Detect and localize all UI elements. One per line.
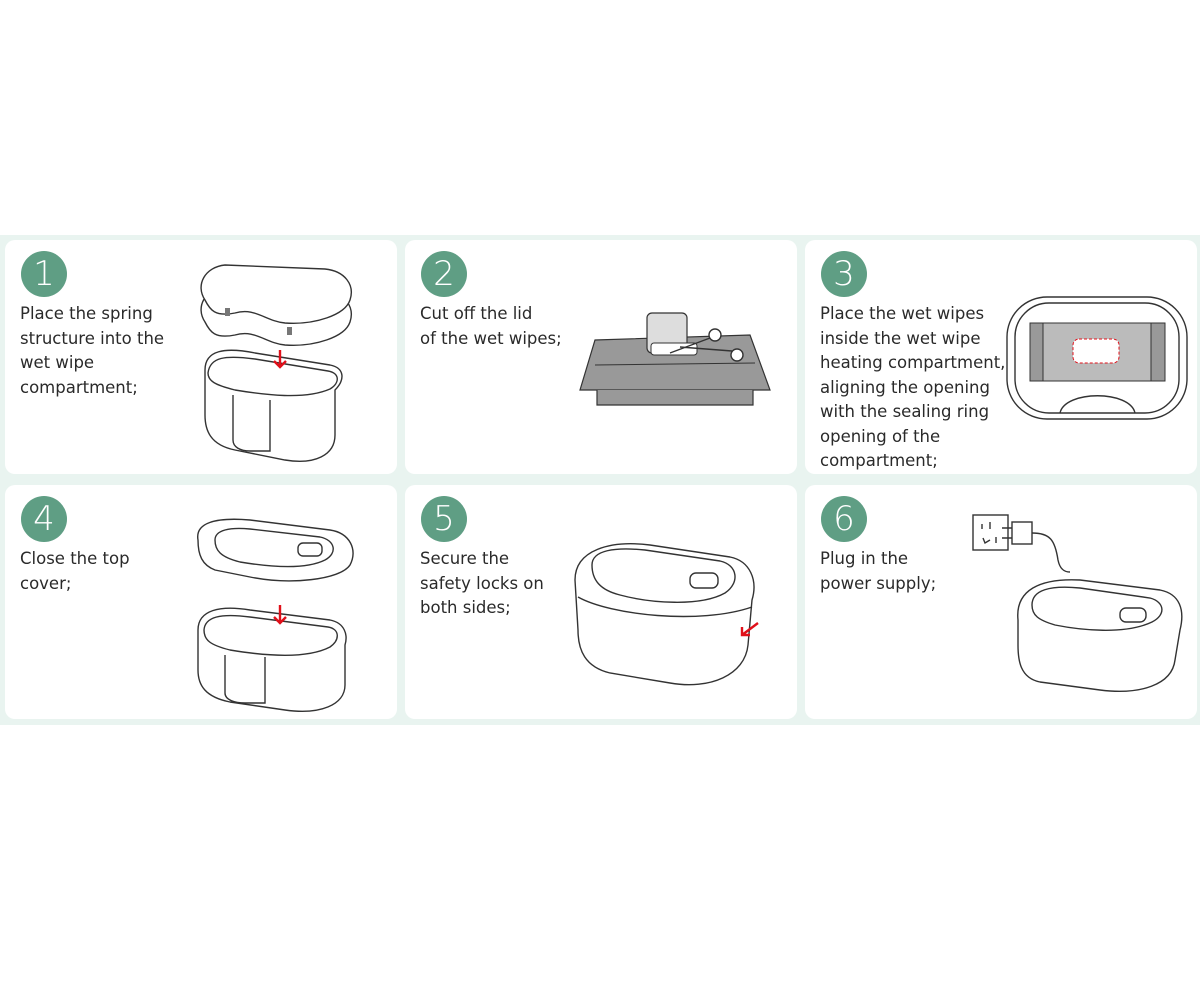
step-number-badge: 5: [421, 496, 467, 542]
step-5-panel: 5 Secure the safety locks on both sides;: [405, 485, 797, 719]
step-number-badge: 2: [421, 251, 467, 297]
step-text: Plug in the power supply;: [820, 549, 937, 593]
down-arrow-icon: [273, 350, 287, 369]
step-3-panel: 3 Place the wet wipes inside the wet wip…: [805, 240, 1197, 474]
step-text: Place the wet wipes inside the wet wipe …: [820, 304, 1006, 470]
scissors-icon: [708, 328, 722, 342]
plug-icon: [1011, 521, 1033, 545]
down-arrow-icon: [273, 605, 287, 625]
step-1-panel: 1 Place the spring structure into the we…: [5, 240, 397, 474]
step-number-badge: 4: [21, 496, 67, 542]
lock-arrow-icon: [740, 622, 759, 637]
step-6-panel: 6 Plug in the power supply;: [805, 485, 1197, 719]
step-text: Cut off the lid of the wet wipes;: [420, 304, 562, 348]
step-number-badge: 3: [821, 251, 867, 297]
wet-wipes-pack-illustration: [579, 312, 771, 406]
step-2-panel: 2 Cut off the lid of the wet wipes;: [405, 240, 797, 474]
step-number-badge: 6: [821, 496, 867, 542]
spring-structure-illustration: [200, 264, 352, 462]
power-plug-illustration: [972, 514, 1183, 692]
step-number-badge: 1: [21, 251, 67, 297]
step-text: Secure the safety locks on both sides;: [420, 549, 544, 617]
instruction-strip: 1 Place the spring structure into the we…: [0, 235, 1200, 725]
compartment-topview-illustration: [1006, 296, 1188, 420]
step-text: Close the top cover;: [20, 549, 130, 593]
step-text: Place the spring structure into the wet …: [20, 304, 165, 397]
close-cover-illustration: [197, 518, 354, 712]
power-outlet-icon: [972, 514, 1009, 551]
step-4-panel: 4 Close the top cover;: [5, 485, 397, 719]
safety-lock-illustration: [574, 543, 759, 686]
